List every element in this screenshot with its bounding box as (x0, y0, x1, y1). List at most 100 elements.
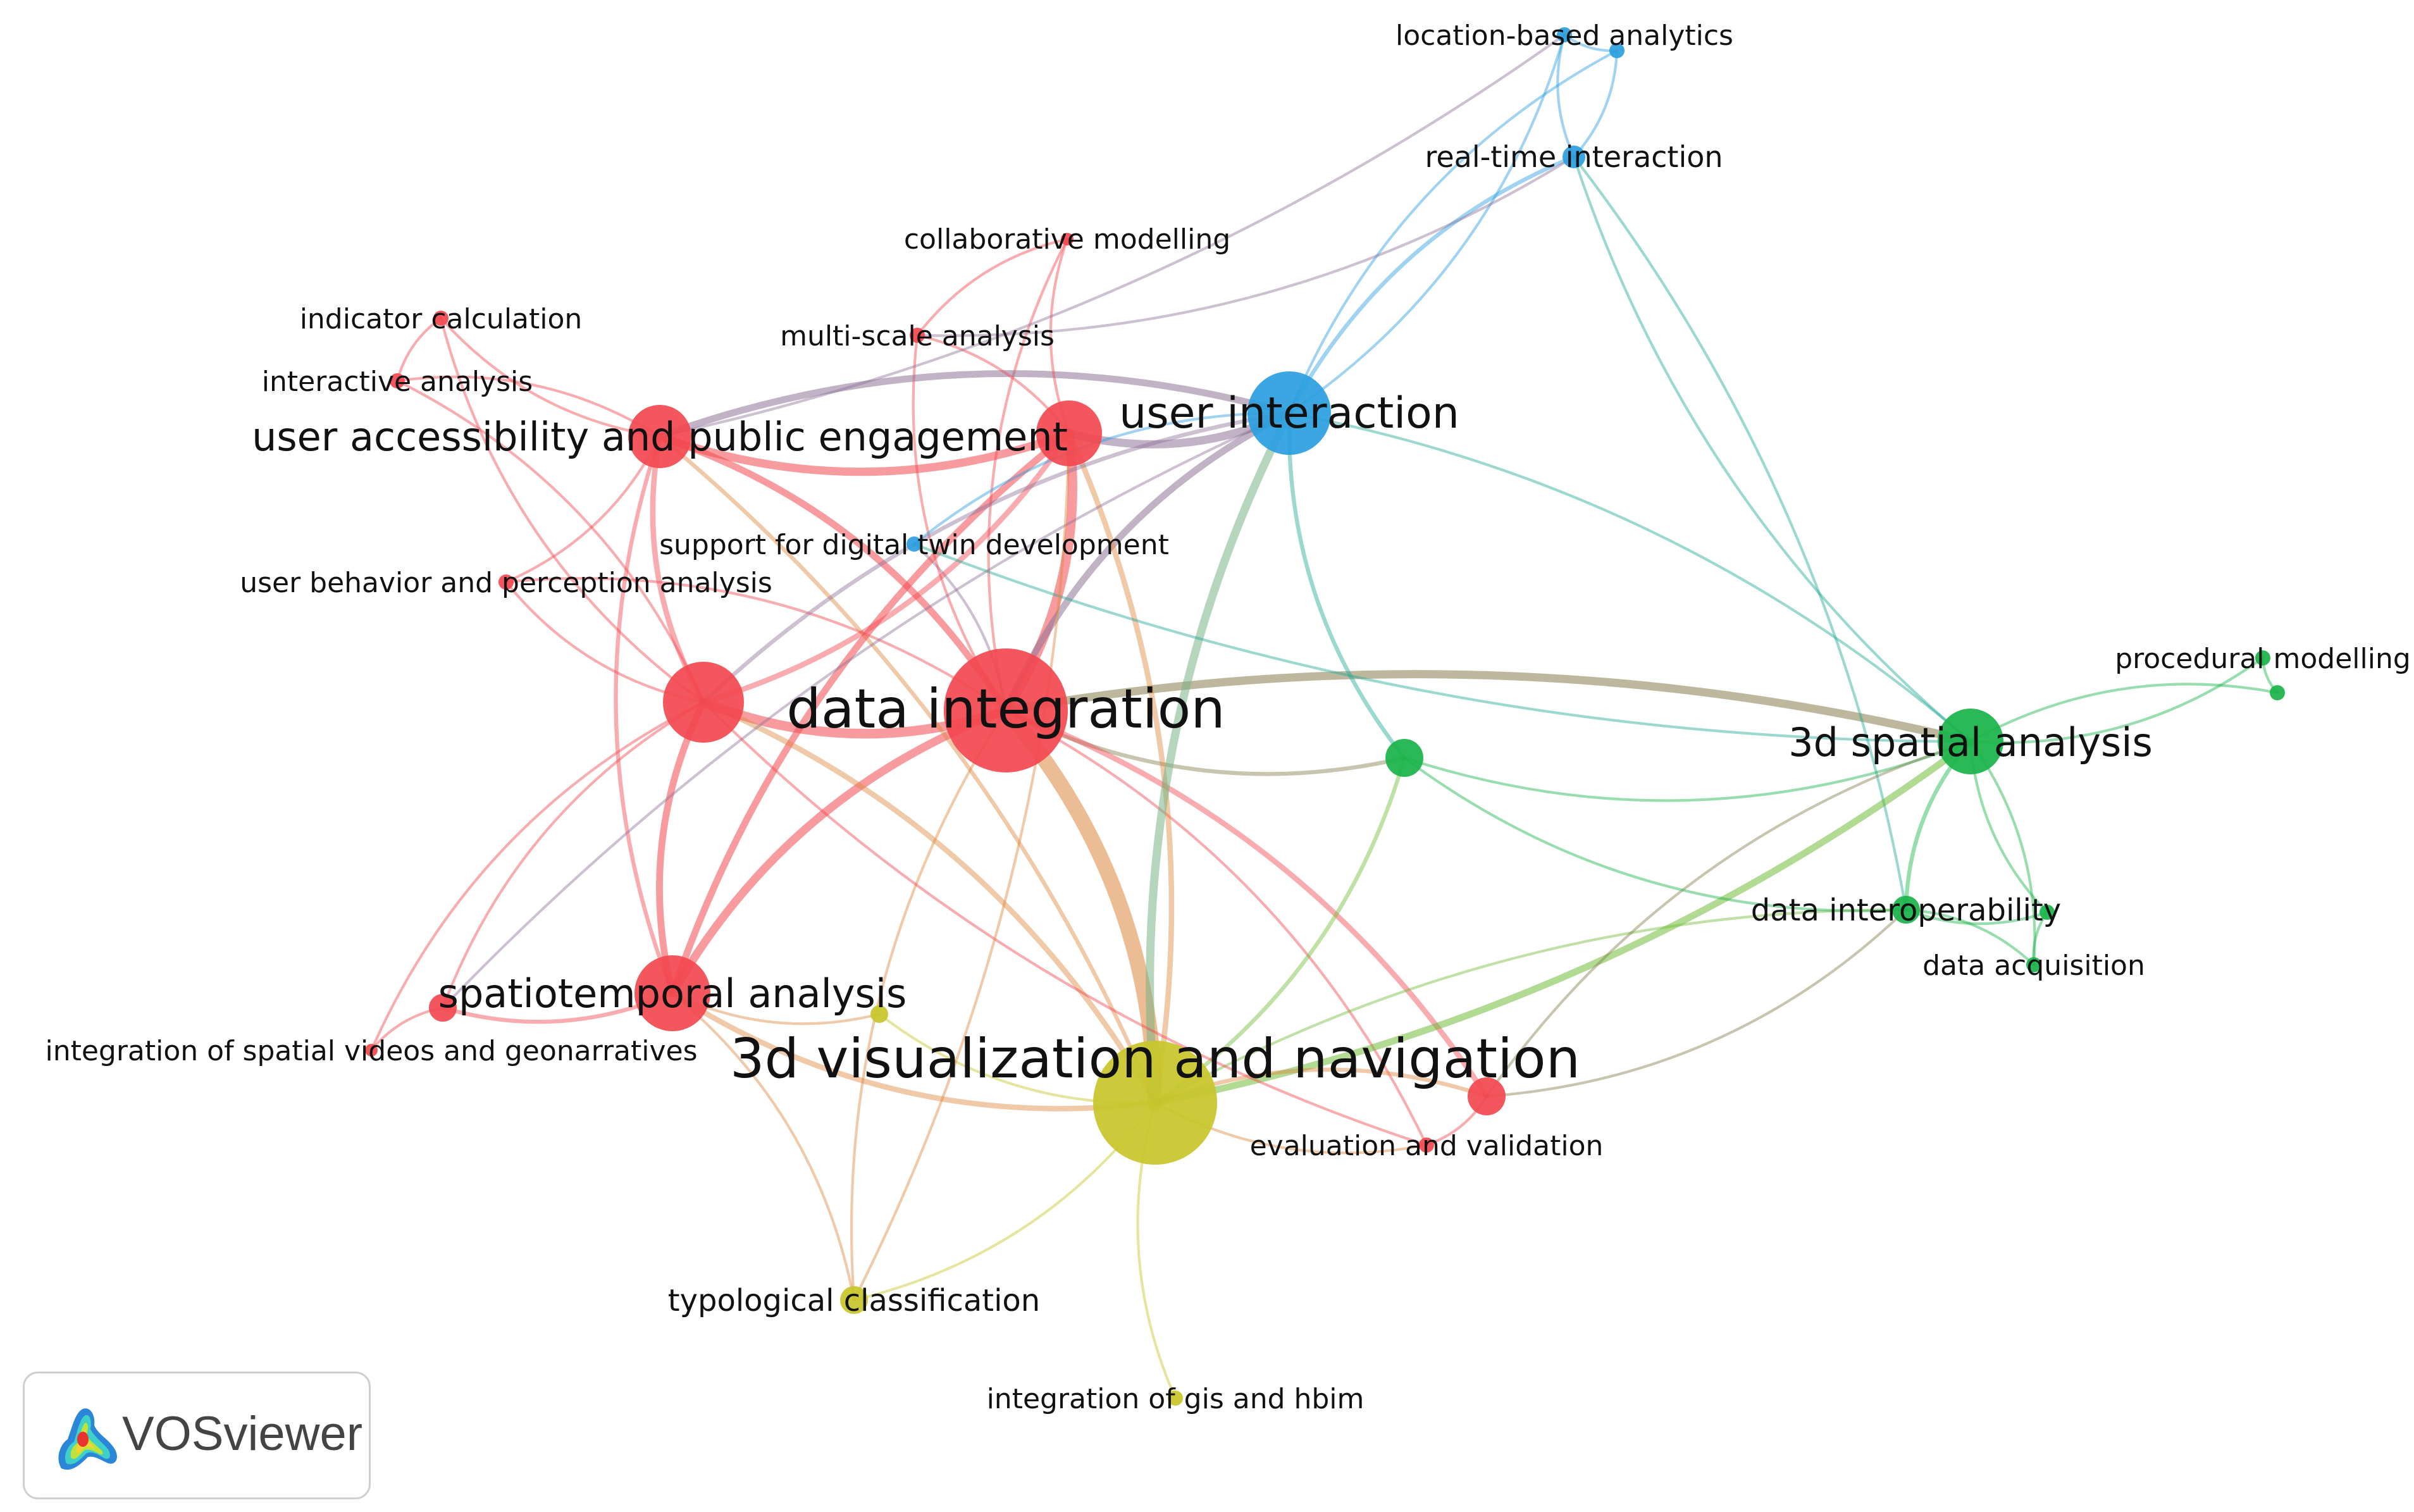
link-user-accessibility-and-public-engagement--indicator-calculation (439, 316, 662, 438)
link-user-accessibility-and-public-engagement--interactive-analysis (395, 375, 662, 438)
link-real-time-interaction--multi-scale-analysis (915, 155, 1576, 337)
link-red-hub-b--red-small-a (441, 700, 705, 1010)
node-integration-of-spatial-videos-and-geonarratives[interactable] (365, 1044, 378, 1057)
link-user-interaction--blue-small-a (1287, 49, 1619, 415)
link-3d-spatial-analysis--support-for-digital-twin-development (912, 542, 1972, 743)
link-evaluation-and-validation--red-hub-b (702, 700, 1428, 1147)
link-3d-spatial-analysis--green-hub-a (1402, 740, 1972, 802)
link-user-interaction--3d-spatial-analysis (1287, 411, 1972, 743)
node-spatiotemporal-analysis[interactable] (634, 955, 710, 1031)
link-user-interaction--location-based-analytics (1287, 33, 1566, 415)
label-data-acquisition: data acquisition (1922, 950, 2145, 982)
link-user-accessibility-and-public-engagement--user-interaction (656, 370, 1293, 440)
link-multi-scale-analysis--collaborative-modelling (915, 237, 1069, 337)
node-3d-spatial-analysis[interactable] (1938, 709, 2003, 774)
link-red-hub-b--integration-of-spatial-videos-and-geonarratives (369, 700, 705, 1052)
node-red-small-b[interactable] (1468, 1077, 1506, 1115)
link-spatiotemporal-analysis--typological-classification (671, 991, 856, 1302)
vosviewer-heatmap-logo-icon (58, 1408, 117, 1470)
node-interactive-analysis[interactable] (390, 373, 405, 388)
link-data-interoperability--green-small-b (1904, 908, 2049, 926)
node-real-time-interaction[interactable] (1563, 146, 1585, 168)
link-red-hub-a--red-hub-b (700, 430, 1072, 705)
vosviewer-brand-box: VOSviewer (23, 1372, 371, 1499)
node-evaluation-and-validation[interactable] (1419, 1137, 1434, 1153)
link-3d-visualization-and-navigation--3d-spatial-analysis (1151, 738, 1974, 1106)
node-3d-visualization-and-navigation[interactable] (1093, 1041, 1217, 1165)
link-3d-spatial-analysis--red-small-b (1485, 740, 1972, 1098)
node-green-small-a[interactable] (2270, 685, 2285, 700)
link-data-integration--user-accessibility-and-public-engagement (656, 433, 1010, 714)
label-integration-of-gis-and-hbim: integration of gis and hbim (987, 1383, 1365, 1415)
label-real-time-interaction: real-time interaction (1425, 140, 1723, 174)
link-red-hub-b--spatiotemporal-analysis (656, 698, 707, 997)
link-data-integration--red-small-b (1003, 707, 1490, 1100)
link-indicator-calculation--interactive-analysis (395, 316, 443, 383)
link-red-hub-b--user-interaction (701, 411, 1292, 705)
label-evaluation-and-validation: evaluation and validation (1250, 1130, 1604, 1162)
label-user-behavior-and-perception-analysis: user behavior and perception analysis (240, 567, 772, 599)
node-user-behavior-and-perception-analysis[interactable] (498, 574, 514, 590)
link-real-time-interaction--data-interoperability (1572, 155, 1908, 912)
node-red-hub-b[interactable] (663, 662, 744, 743)
link-spatiotemporal-analysis--3d-visualization-and-navigation (669, 990, 1158, 1112)
label-integration-of-spatial-videos-and-geonarratives: integration of spatial videos and geonar… (45, 1035, 697, 1067)
label-collaborative-modelling: collaborative modelling (904, 223, 1230, 256)
link-user-interaction--green-hub-a (1287, 411, 1407, 760)
link-red-hub-b--3d-visualization-and-navigation (700, 699, 1158, 1106)
node-user-accessibility-and-public-engagement[interactable] (628, 405, 691, 468)
node-blue-small-a[interactable] (1609, 43, 1625, 58)
link-red-small-a--user-interaction (441, 411, 1291, 1010)
link-red-hub-a--spatiotemporal-analysis (669, 430, 1073, 997)
link-user-accessibility-and-public-engagement--spatiotemporal-analysis (614, 434, 675, 996)
link-data-integration--spatiotemporal-analysis (668, 706, 1010, 998)
link-3d-spatial-analysis--green-small-a (1969, 683, 2279, 743)
label-interactive-analysis: interactive analysis (262, 366, 533, 398)
link-green-hub-a--data-interoperability (1402, 756, 1908, 912)
node-yellow-small-a[interactable] (870, 1005, 888, 1023)
label-user-interaction: user interaction (1119, 388, 1459, 438)
node-red-hub-a[interactable] (1036, 400, 1102, 466)
network-nodes (365, 27, 2285, 1406)
label-3d-visualization-and-navigation: 3d visualization and navigation (730, 1027, 1580, 1091)
link-data-interoperability--data-acquisition (1904, 908, 2036, 967)
link-data-integration--3d-spatial-analysis (1001, 670, 1975, 746)
link-user-interaction--real-time-interaction (1287, 154, 1576, 416)
node-indicator-calculation[interactable] (433, 311, 449, 326)
label-typological-classification: typological classification (668, 1283, 1040, 1318)
label-procedural-modelling: procedural modelling (2115, 643, 2411, 675)
link-3d-visualization-and-navigation--green-hub-a (1153, 755, 1407, 1105)
link-real-time-interaction--3d-spatial-analysis (1572, 155, 1972, 743)
node-data-interoperability[interactable] (1892, 896, 1920, 924)
node-green-hub-a[interactable] (1385, 739, 1423, 777)
node-green-small-b[interactable] (2040, 905, 2055, 920)
node-user-interaction[interactable] (1247, 371, 1331, 455)
link-real-time-interaction--blue-small-a (1572, 49, 1619, 159)
link-user-accessibility-and-public-engagement--3d-visualization-and-navigation (657, 434, 1158, 1105)
label-user-accessibility-and-public-engagement: user accessibility and public engagement (252, 414, 1068, 460)
label-indicator-calculation: indicator calculation (300, 303, 583, 335)
node-red-small-a[interactable] (429, 994, 457, 1022)
vosviewer-brand-name: VOSviewer (122, 1407, 363, 1461)
node-location-based-analytics[interactable] (1557, 27, 1572, 42)
node-data-acquisition[interactable] (2026, 957, 2041, 972)
link-data-integration--user-behavior-and-perception-analysis (504, 577, 1008, 712)
link-red-small-b--data-interoperability (1485, 908, 1908, 1098)
node-multi-scale-analysis[interactable] (910, 328, 925, 343)
network-labels: user accessibility and public engagement… (45, 20, 2410, 1415)
node-typological-classification[interactable] (840, 1286, 868, 1314)
link-user-accessibility-and-public-engagement--red-hub-a (655, 429, 1074, 476)
link-data-integration--collaborative-modelling (987, 237, 1069, 712)
label-multi-scale-analysis: multi-scale analysis (780, 320, 1055, 352)
node-support-for-digital-twin-development[interactable] (907, 536, 922, 552)
node-collaborative-modelling[interactable] (1061, 233, 1074, 245)
node-integration-of-gis-and-hbim[interactable] (1168, 1391, 1183, 1406)
link-user-interaction--3d-visualization-and-navigation (1146, 409, 1294, 1107)
node-data-integration[interactable] (944, 648, 1068, 772)
label-support-for-digital-twin-development: support for digital twin development (659, 529, 1169, 561)
link-real-time-interaction--location-based-analytics (1556, 33, 1576, 159)
node-procedural-modelling[interactable] (2255, 650, 2270, 666)
link-red-hub-b--interactive-analysis (395, 379, 705, 704)
label-data-interoperability: data interoperability (1751, 893, 2061, 928)
